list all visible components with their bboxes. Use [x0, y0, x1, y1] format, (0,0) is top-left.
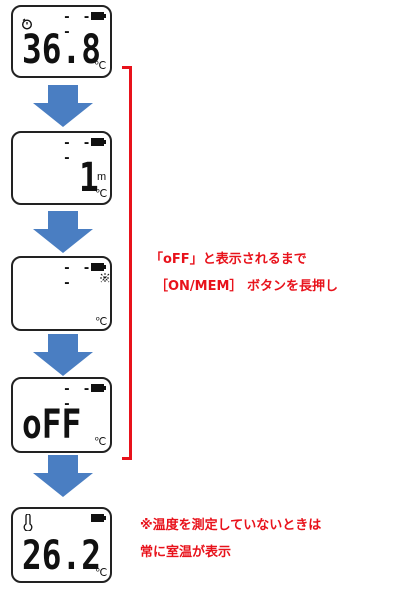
lcd-screen-minutes: - - - 1 m ℃: [11, 131, 112, 205]
celsius-unit: ℃: [94, 60, 107, 72]
battery-icon: [91, 12, 106, 20]
blink-icon: [97, 270, 113, 290]
lcd-screen-room-temperature: 26.2 ℃: [11, 507, 112, 583]
down-arrow-icon: [33, 334, 93, 376]
dash-indicator: - - -: [63, 261, 93, 291]
note-line-1: ※温度を測定していないときは: [140, 518, 322, 533]
down-arrow-icon: [33, 211, 93, 253]
instruction-line-2: ［ON/MEM］ ボタンを長押し: [155, 279, 338, 294]
celsius-unit: ℃: [95, 316, 108, 328]
dash-indicator: - - -: [63, 136, 93, 166]
step-bracket: [122, 66, 132, 460]
room-temperature-reading: 26.2: [22, 533, 101, 579]
minutes-reading: 1: [79, 155, 99, 201]
thermometer-icon: [22, 513, 34, 535]
lcd-screen-blinking: - - - ℃: [11, 256, 112, 331]
lcd-screen-off: - - - oFF ℃: [11, 377, 112, 453]
down-arrow-icon: [33, 85, 93, 127]
celsius-unit: ℃: [95, 567, 108, 579]
off-reading: oFF: [22, 402, 82, 448]
dash-indicator: - - -: [63, 10, 93, 40]
down-arrow-icon: [33, 455, 93, 497]
temperature-reading: 36.8: [22, 27, 101, 73]
battery-icon: [91, 263, 106, 271]
battery-icon: [91, 514, 106, 522]
celsius-unit: ℃: [94, 436, 107, 448]
timer-icon: [21, 15, 33, 34]
celsius-unit: ℃: [95, 188, 108, 200]
minute-unit: m: [97, 171, 107, 183]
instruction-line-1: 「oFF」と表示されるまで: [150, 252, 307, 267]
battery-icon: [91, 138, 106, 146]
lcd-screen-temperature: - - - 36.8 ℃: [11, 5, 112, 78]
note-line-2: 常に室温が表示: [140, 545, 232, 560]
battery-icon: [91, 384, 106, 392]
dash-indicator: - - -: [63, 382, 93, 412]
